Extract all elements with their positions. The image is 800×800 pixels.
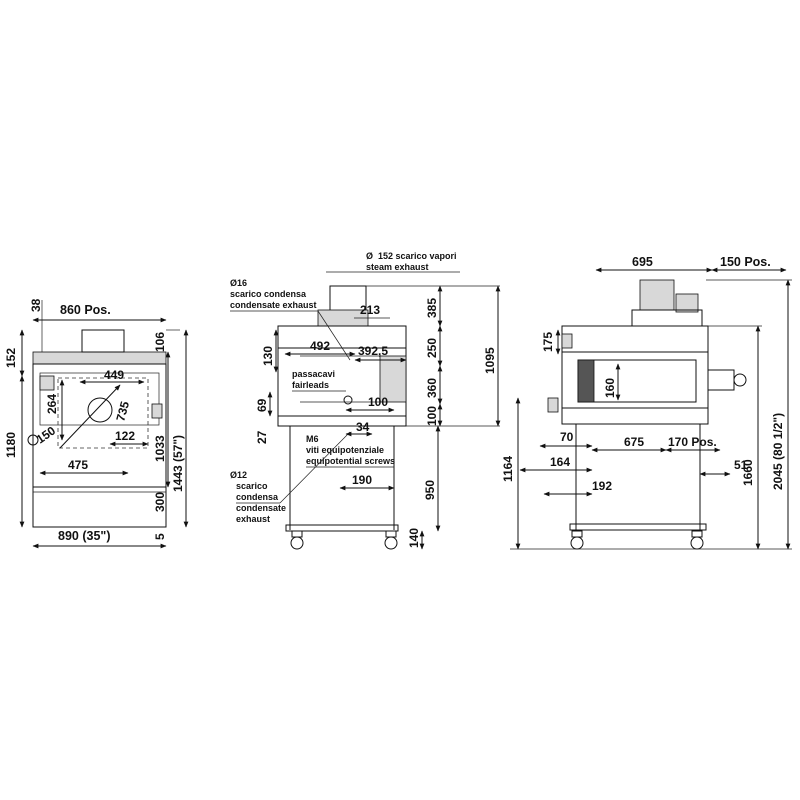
dim-1443: 1443 (57") [171, 435, 185, 492]
dim-150-pos: 150 Pos. [720, 255, 771, 269]
dim-264: 264 [45, 394, 59, 414]
dim-140: 140 [407, 528, 421, 548]
dim-170-pos: 170 Pos. [668, 435, 717, 449]
label-fairleads-it: passacavi [292, 369, 335, 379]
label-condensate16-it: scarico condensa [230, 289, 307, 299]
dim-1180: 1180 [4, 432, 18, 458]
dim-1164: 1164 [501, 456, 515, 482]
dim-250: 250 [425, 338, 439, 358]
label-condensate12-symbol: Ø [230, 470, 237, 480]
dim-27: 27 [255, 430, 269, 444]
dim-100b: 100 [425, 406, 439, 426]
label-condensate16-symbol: Ø [230, 278, 237, 288]
dim-51: 51 [734, 458, 748, 472]
dim-950: 950 [423, 480, 437, 500]
label-condensate12-en: condensate [236, 503, 286, 513]
label-steam-exhaust-it: 152 scarico vapori [378, 251, 457, 261]
dim-360: 360 [425, 378, 439, 398]
dim-1095: 1095 [483, 347, 497, 374]
label-condensate12-en2: exhaust [236, 514, 270, 524]
dim-1033: 1033 [153, 435, 167, 462]
dim-385: 385 [425, 298, 439, 318]
front-control-panel [39, 375, 55, 391]
fan-motor-icon [631, 279, 703, 327]
dim-106: 106 [153, 332, 167, 352]
dim-164: 164 [550, 455, 570, 469]
dim-1660: 1660 [741, 459, 755, 486]
dim-5: 5 [153, 533, 167, 540]
thermostat-knob-icon [707, 369, 747, 391]
front-view: 860 Pos. 38 152 106 1180 1033 1443 (57")… [4, 298, 189, 549]
dim-475: 475 [68, 458, 88, 472]
label-m6: M6 [306, 434, 319, 444]
dim-152: 152 [4, 348, 18, 368]
label-condensate12-it: scarico [236, 481, 268, 491]
dim-192: 192 [592, 479, 612, 493]
dim-69: 69 [255, 398, 269, 412]
dim-449: 449 [104, 368, 124, 382]
label-equip-en: equipotential screws [306, 456, 395, 466]
dim-392: 392,5 [358, 344, 388, 358]
dim-735: 735 [113, 399, 132, 422]
dim-2045: 2045 (80 1/2") [771, 413, 785, 490]
dim-190: 190 [352, 473, 372, 487]
dim-34: 34 [356, 420, 370, 434]
label-condensate12-it2: condensa [236, 492, 279, 502]
front-base-cabinet [32, 486, 167, 528]
diameter-symbol-icon: Ø [366, 251, 373, 261]
dim-38: 38 [29, 298, 43, 312]
dim-160: 160 [603, 378, 617, 398]
front-top-hood [32, 351, 167, 365]
dim-300: 300 [153, 492, 167, 512]
dim-100a: 100 [368, 395, 388, 409]
caster-wheel-icon [570, 530, 704, 550]
dim-130: 130 [261, 346, 275, 366]
dim-front-width-pos: 860 Pos. [60, 303, 111, 317]
label-condensate12-size: 12 [237, 470, 247, 480]
caster-wheel-icon [290, 530, 398, 550]
dim-695: 695 [632, 255, 653, 269]
side-view: Ø 152 scarico vapori steam exhaust Ø 16 … [230, 251, 501, 550]
rear-view: 695 150 Pos. 1 [501, 255, 792, 550]
label-condensate16-size: 16 [237, 278, 247, 288]
dim-70: 70 [560, 430, 574, 444]
dim-675: 675 [624, 435, 644, 449]
label-equip-it: viti equipotenziale [306, 445, 384, 455]
front-chimney [81, 329, 125, 353]
dim-front-total-width: 890 (35") [58, 529, 110, 543]
label-condensate16-en: condensate exhaust [230, 300, 317, 310]
dim-175: 175 [541, 332, 555, 352]
label-fairleads-en: fairleads [292, 380, 329, 390]
front-drain-circle [27, 434, 39, 446]
dim-122: 122 [115, 429, 135, 443]
dim-213: 213 [360, 303, 380, 317]
label-steam-exhaust-en: steam exhaust [366, 262, 429, 272]
front-oven-door [39, 372, 160, 426]
dim-492: 492 [310, 339, 330, 353]
fan-motor-icon [87, 397, 113, 423]
